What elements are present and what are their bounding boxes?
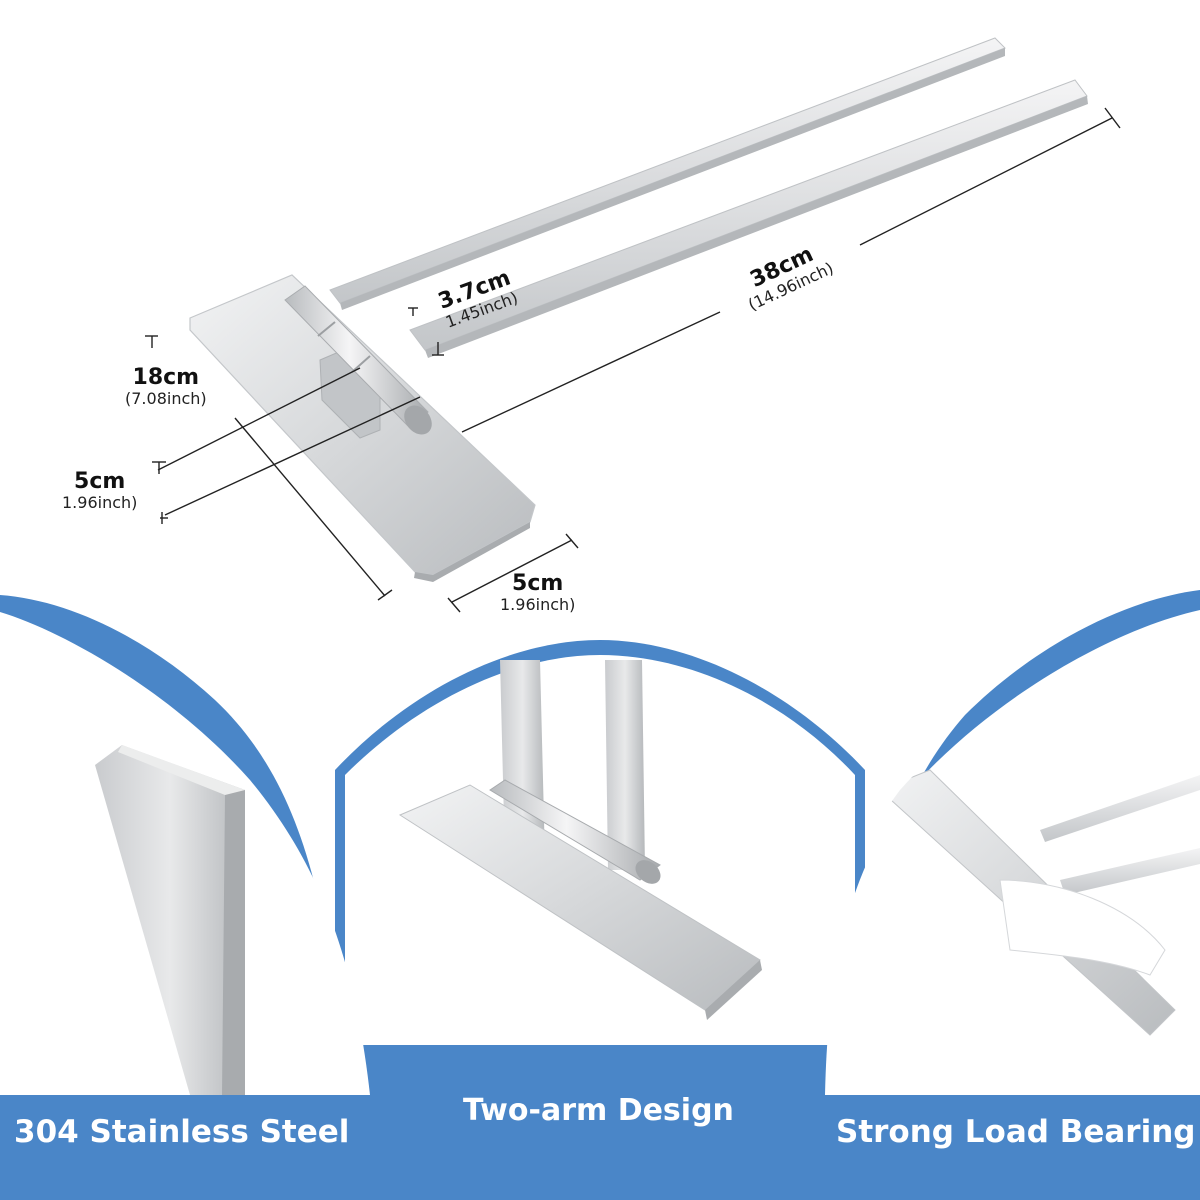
dim-base-width-cm: 5cm <box>74 469 126 494</box>
dim-base-depth-cm: 5cm <box>512 571 564 596</box>
adhesive-closeup <box>879 769 1200 1036</box>
dim-base-depth-label: 5cm 1.96inch) <box>500 572 575 614</box>
hinge-cylinder <box>284 285 432 435</box>
dim-base-length-label: 18cm (7.08inch) <box>125 366 207 408</box>
two-arm-closeup <box>398 660 762 1020</box>
feature-label-load: Strong Load Bearing <box>836 1114 1196 1150</box>
steel-closeup <box>95 745 245 1095</box>
dim-base-depth-inch: 1.96inch) <box>500 595 576 614</box>
feature-label-two-arm: Two-arm Design <box>463 1093 734 1128</box>
dim-base-width-label: 5cm 1.96inch) <box>62 470 137 512</box>
dim-base-length-cm: 18cm <box>132 365 200 390</box>
dim-base-width-inch: 1.96inch) <box>62 493 138 512</box>
front-arm <box>409 79 1088 351</box>
feature-label-steel: 304 Stainless Steel <box>14 1114 350 1150</box>
dimension-lines <box>145 107 1121 613</box>
dim-base-length-inch: (7.08inch) <box>125 389 207 408</box>
towel-bar-drawing <box>189 37 1088 582</box>
